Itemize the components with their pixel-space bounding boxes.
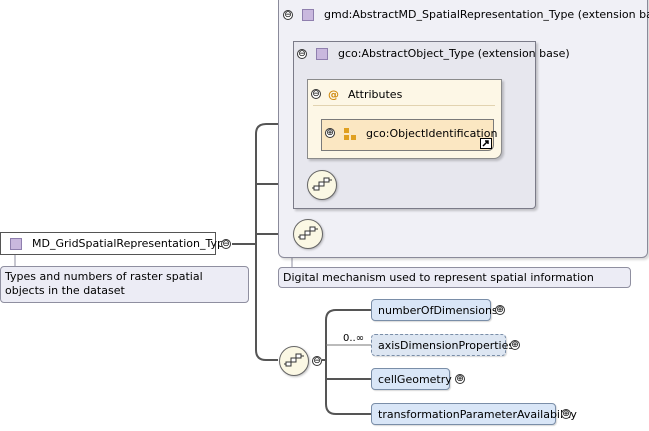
complex-type-icon (10, 238, 22, 250)
attributes-divider (313, 105, 495, 106)
element-number-of-dimensions[interactable]: numberOfDimensions (371, 299, 498, 321)
collapse-icon[interactable]: ⊖ (312, 356, 322, 366)
sequence-compositor-icon[interactable] (293, 219, 323, 249)
root-type-box[interactable] (0, 232, 216, 255)
element-cell-geometry[interactable]: cellGeometry (371, 368, 452, 390)
collapse-icon[interactable]: ⊖ (297, 49, 307, 59)
cardinality-label: 0..∞ (343, 333, 365, 344)
expand-icon[interactable]: ⊕ (495, 305, 505, 315)
collapse-icon[interactable]: ⊖ (311, 89, 321, 99)
element-label: cellGeometry (378, 373, 452, 386)
root-type-name: MD_GridSpatialRepresentation_Type (32, 237, 231, 250)
element-label: numberOfDimensions (378, 304, 498, 317)
sequence-compositor-icon[interactable] (307, 170, 337, 200)
sequence-compositor-icon[interactable] (279, 346, 309, 376)
attribute-item[interactable] (321, 119, 494, 151)
complex-type-icon (302, 9, 314, 21)
extension-outer-label: gmd:AbstractMD_SpatialRepresentation_Typ… (324, 8, 649, 21)
attribute-item-label: gco:ObjectIdentification (366, 127, 498, 140)
attribute-at-icon: @ (328, 88, 339, 101)
expand-icon[interactable]: ⊕ (561, 409, 571, 419)
root-description: Types and numbers of raster spatial obje… (0, 266, 249, 303)
reference-arrow-icon (480, 138, 492, 149)
collapse-icon[interactable]: ⊖ (283, 10, 293, 20)
expand-icon[interactable]: ⊕ (325, 128, 335, 138)
complex-type-icon (316, 48, 328, 60)
element-axis-dimension-properties[interactable]: axisDimensionProperties (371, 334, 514, 356)
attributes-label: Attributes (348, 88, 403, 101)
extension-outer-description: Digital mechanism used to represent spat… (278, 267, 631, 288)
element-label: axisDimensionProperties (378, 339, 515, 352)
extension-inner-label: gco:AbstractObject_Type (extension base) (338, 47, 570, 60)
collapse-icon[interactable]: ⊖ (221, 239, 231, 249)
element-label: transformationParameterAvailability (378, 408, 577, 421)
expand-icon[interactable]: ⊕ (455, 374, 465, 384)
expand-icon[interactable]: ⊕ (510, 340, 520, 350)
element-transformation-parameter-availability[interactable]: transformationParameterAvailability (371, 403, 577, 425)
attribute-group-icon (344, 128, 356, 140)
